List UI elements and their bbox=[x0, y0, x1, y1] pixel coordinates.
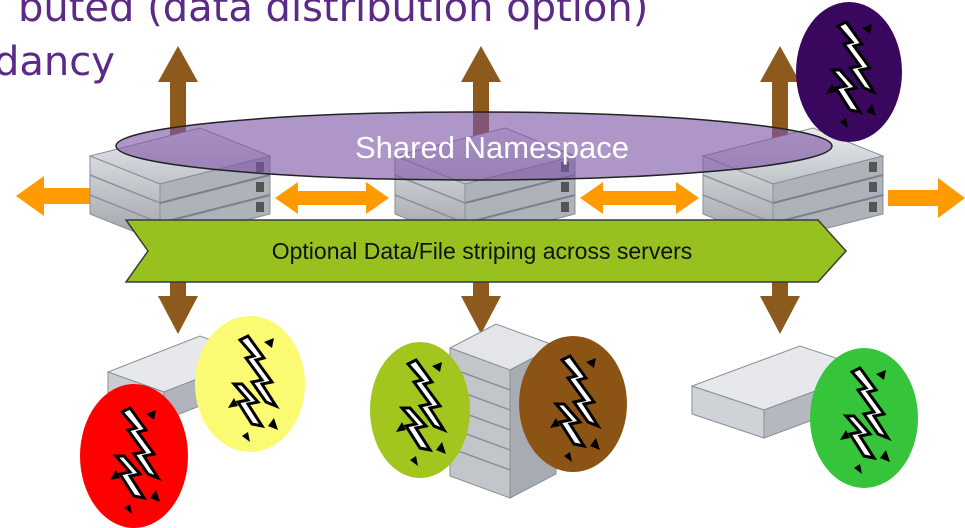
storage-arrow-2 bbox=[461, 262, 501, 334]
disk-red bbox=[80, 384, 188, 528]
client-arrow-1 bbox=[158, 46, 198, 148]
storage-arrow-3 bbox=[760, 262, 800, 334]
horizontal-arrows bbox=[16, 176, 965, 218]
slide-heading-line-1: buted (data distribution option) bbox=[18, 0, 649, 31]
right-interserver-arrow bbox=[580, 182, 699, 214]
right-scale-out-arrow bbox=[888, 178, 965, 218]
client-arrow-2 bbox=[461, 46, 501, 148]
storage-arrow-1 bbox=[158, 262, 198, 334]
disk-yellow bbox=[195, 316, 305, 452]
shared-namespace-label: Shared Namespace bbox=[355, 130, 629, 165]
left-interserver-arrow bbox=[275, 182, 389, 214]
client-arrow-3 bbox=[760, 46, 800, 148]
disk-green bbox=[810, 348, 918, 488]
slide-heading-line-2: dancy bbox=[0, 39, 115, 85]
disk-brown bbox=[519, 336, 627, 472]
client-arrows bbox=[158, 46, 800, 148]
disk-purple bbox=[796, 2, 902, 142]
storage-arrows bbox=[158, 262, 800, 334]
shared-namespace-ellipse bbox=[115, 111, 833, 181]
disk-lime bbox=[370, 342, 470, 478]
left-scale-out-arrow bbox=[16, 176, 94, 216]
striping-banner bbox=[124, 219, 848, 283]
striping-label: Optional Data/File striping across serve… bbox=[272, 238, 693, 264]
